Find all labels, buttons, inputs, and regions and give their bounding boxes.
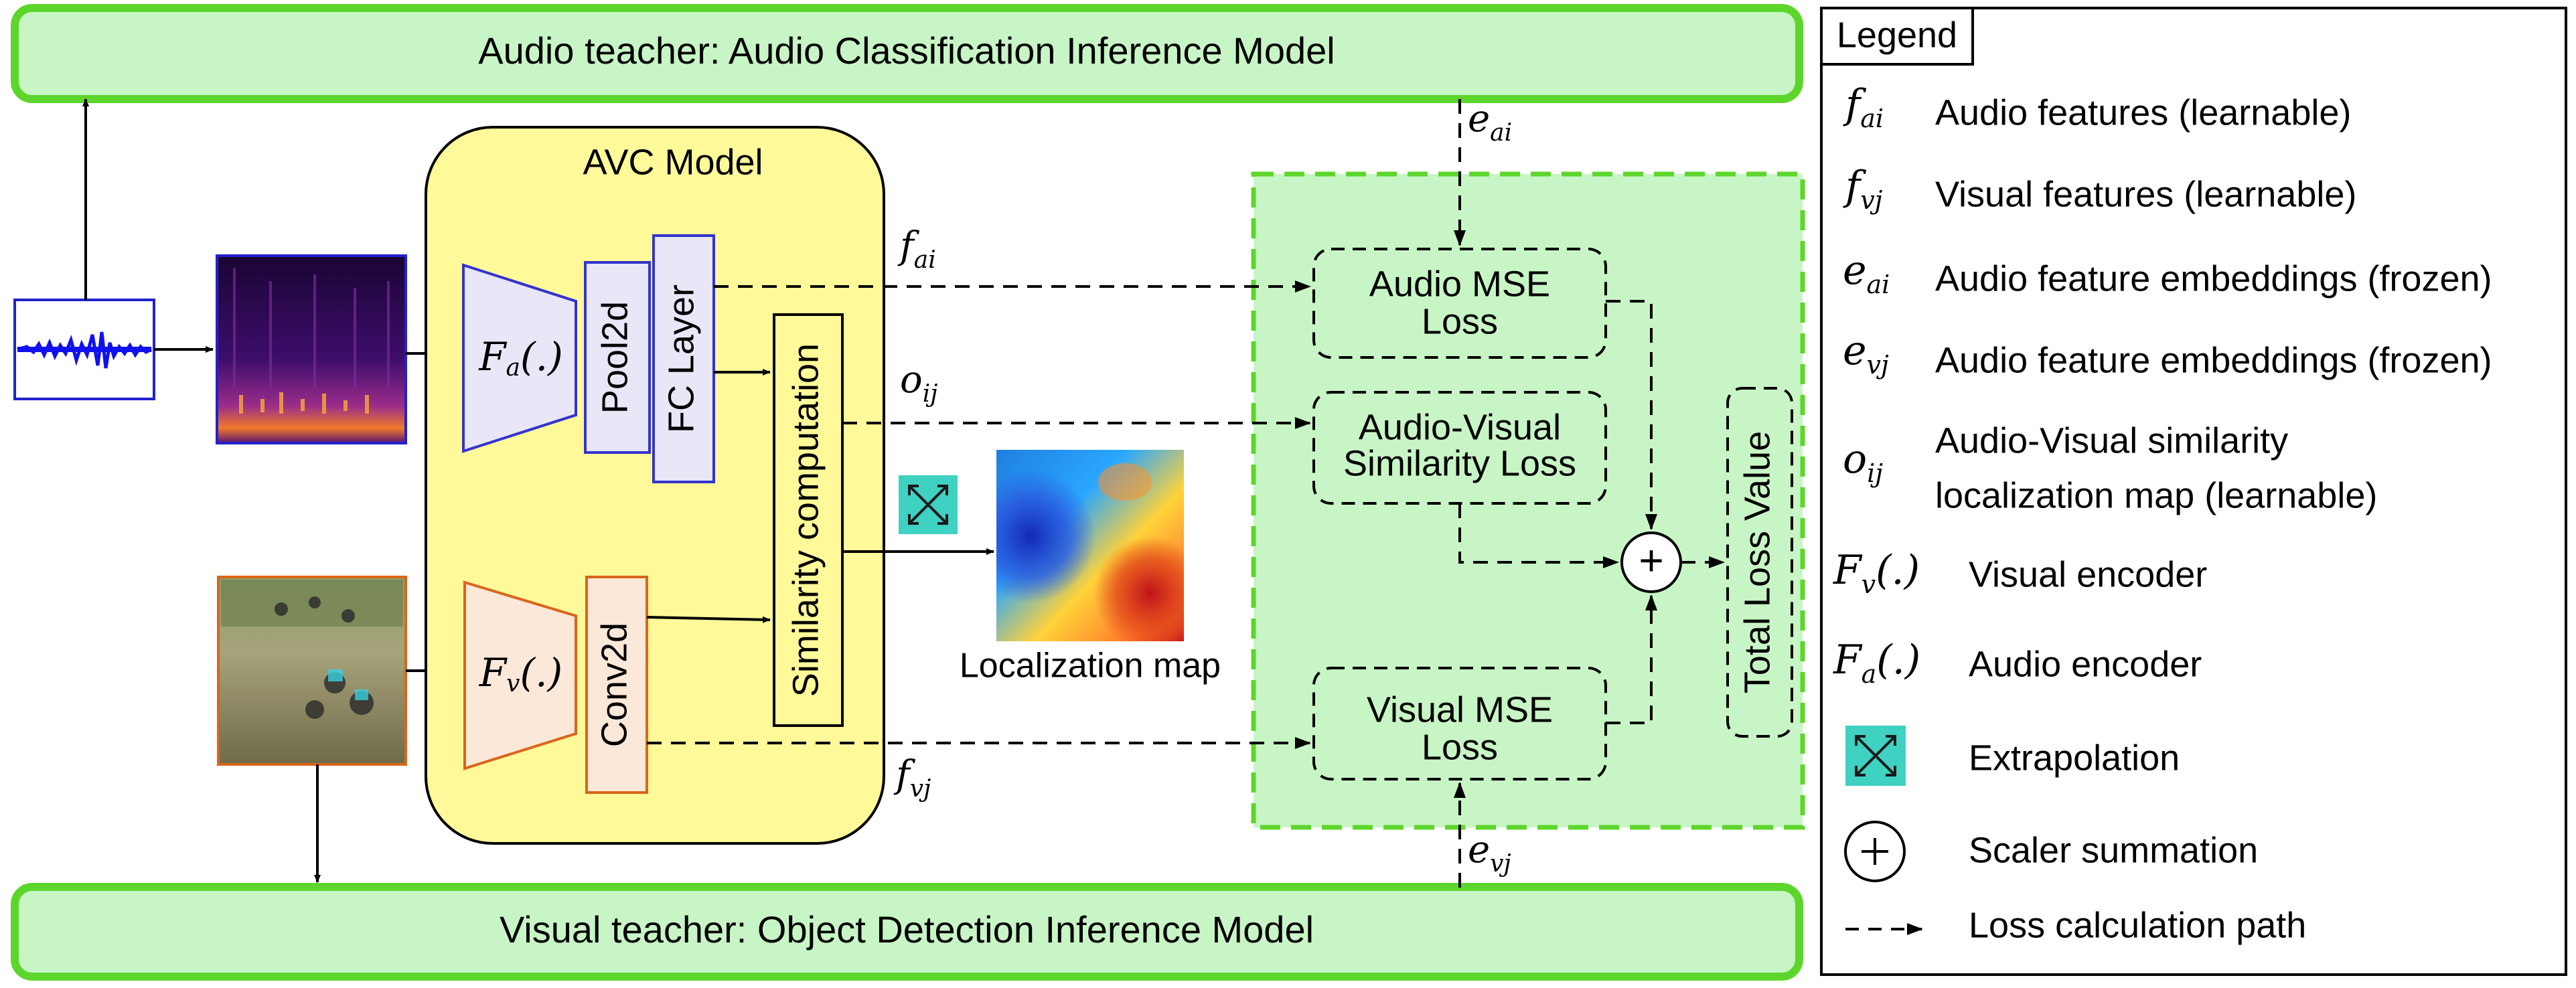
legend-text-f-vj: Visual features (learnable)	[1935, 174, 2356, 214]
spectrogram-image	[216, 254, 407, 444]
loss-region	[1251, 171, 1805, 830]
svg-text:Fv(.): Fv(.)	[479, 650, 562, 697]
audio-encoder-label: F	[478, 334, 507, 380]
localization-map-label: Localization map	[960, 647, 1221, 685]
video-frame-image	[217, 576, 407, 766]
signal-e-vj-label: evj	[1468, 828, 1511, 878]
legend-text-extrapolation: Extrapolation	[1969, 738, 2180, 778]
audio-mse-loss-box: Audio MSE Loss	[1312, 248, 1607, 359]
path-audio-mse-to-sum	[1606, 300, 1657, 530]
signal-o-ij-label: oij	[900, 358, 937, 408]
signal-e-ai-label: eai	[1468, 97, 1512, 147]
legend-panel: Legend fai fvj eai evj oij Fv(.) Fa(.) A…	[1820, 7, 2567, 976]
signal-f-ai-label: fai	[897, 224, 936, 274]
svg-text:Fa(.): Fa(.)	[478, 334, 562, 382]
av-similarity-loss-line1: Audio-Visual	[1359, 407, 1561, 447]
pool2d-label: Pool2d	[595, 301, 635, 414]
visual-teacher-box: Visual teacher: Object Detection Inferen…	[11, 883, 1803, 981]
conv2d-label: Conv2d	[594, 623, 634, 747]
visual-encoder-block: Fv(.)	[463, 580, 577, 770]
arrow-conv-to-similarity	[646, 616, 771, 623]
legend-symbol-fa: Fa(.)	[1833, 637, 1920, 689]
total-loss-label: Total Loss Value	[1737, 431, 1777, 693]
legend-title: Legend	[1837, 15, 1957, 55]
audio-encoder-block: Fa(.)	[462, 263, 577, 453]
legend-extrapolation-icon	[1845, 726, 1906, 786]
audio-teacher-box: Audio teacher: Audio Classification Infe…	[11, 4, 1803, 103]
legend-text-e-vj: Audio feature embeddings (frozen)	[1935, 340, 2492, 380]
pool2d-block: Pool2d	[584, 261, 651, 454]
legend-symbol-o-ij: oij	[1843, 436, 1883, 488]
similarity-computation-block: Similarity computation	[773, 313, 844, 727]
path-visual-mse-to-sum	[1606, 594, 1657, 724]
legend-text-e-ai: Audio feature embeddings (frozen)	[1935, 258, 2492, 299]
audio-teacher-label: Audio teacher: Audio Classification Infe…	[478, 29, 1335, 72]
signal-f-vj-label: fvj	[893, 753, 931, 803]
localization-map-image	[996, 450, 1184, 641]
legend-text-summation: Scaler summation	[1969, 830, 2258, 870]
audio-mse-loss-line1: Audio MSE	[1369, 264, 1550, 304]
visual-mse-loss-box: Visual MSE Loss	[1312, 667, 1607, 780]
total-loss-box: Total Loss Value	[1726, 387, 1793, 738]
legend-text-visual-encoder: Visual encoder	[1969, 554, 2207, 594]
visual-mse-loss-line1: Visual MSE	[1367, 689, 1553, 730]
summation-node: +	[1620, 531, 1682, 593]
audio-waveform	[13, 299, 155, 400]
visual-mse-loss-line2: Loss	[1422, 727, 1498, 767]
av-similarity-loss-line2: Similarity Loss	[1343, 443, 1576, 483]
legend-text-audio-encoder: Audio encoder	[1969, 644, 2202, 684]
legend-symbol-f-ai: fai	[1843, 81, 1884, 133]
conv2d-block: Conv2d	[585, 576, 648, 794]
fc-layer-block: FC Layer	[652, 234, 715, 483]
similarity-computation-label: Similarity computation	[785, 343, 826, 697]
legend-plus-circle-icon	[1844, 821, 1906, 882]
extrapolation-icon	[899, 475, 958, 534]
summation-symbol: +	[1639, 536, 1663, 584]
fc-layer-label: FC Layer	[661, 284, 701, 433]
visual-encoder-label: F	[479, 650, 508, 695]
legend-symbol-e-vj: evj	[1843, 327, 1889, 380]
legend-text-f-ai: Audio features (learnable)	[1935, 92, 2351, 133]
legend-text-loss-path: Loss calculation path	[1969, 905, 2306, 945]
legend-text-o-ij-line2: localization map (learnable)	[1935, 475, 2377, 515]
av-similarity-loss-box: Audio-Visual Similarity Loss	[1312, 391, 1607, 505]
visual-teacher-label: Visual teacher: Object Detection Inferen…	[500, 908, 1314, 951]
legend-symbol-e-ai: eai	[1843, 247, 1890, 299]
legend-text-o-ij-line1: Audio-Visual similarity	[1935, 420, 2288, 461]
path-av-loss-to-sum	[1458, 503, 1619, 568]
audio-mse-loss-line2: Loss	[1422, 301, 1498, 341]
legend-symbol-fv: Fv(.)	[1833, 547, 1920, 599]
avc-model-title: AVC Model	[583, 142, 763, 182]
